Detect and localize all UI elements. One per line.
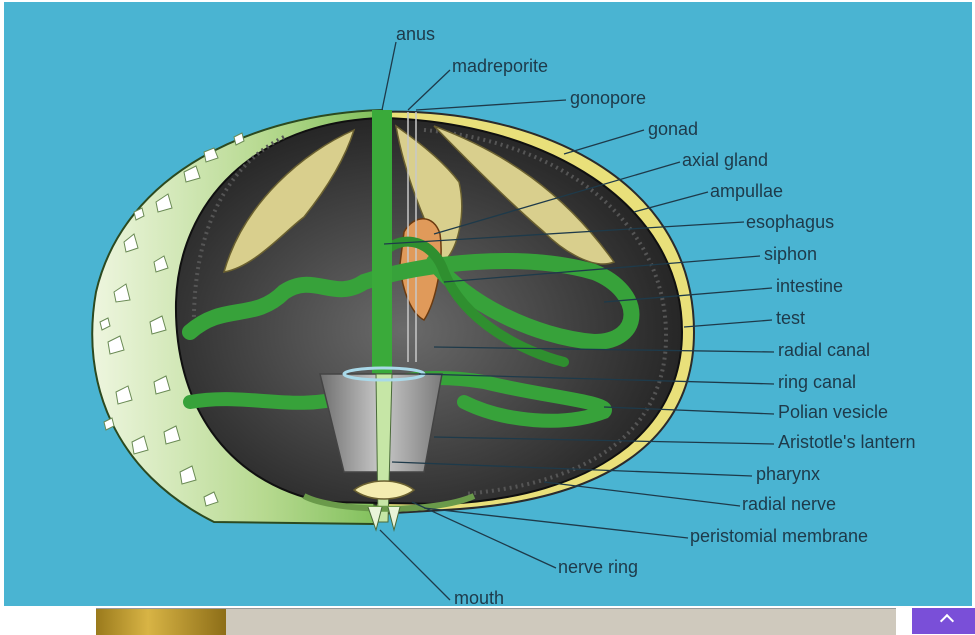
label-madreporite: madreporite [452,56,548,76]
label-ampullae: ampullae [710,181,783,201]
thumbnail-gold-image [96,609,226,635]
sea-urchin-anatomy-diagram: anus madreporite gonopore gonad axial gl… [4,2,972,606]
label-pharynx: pharynx [756,464,820,484]
chevron-up-icon [940,614,954,628]
label-gonopore: gonopore [570,88,646,108]
label-polian-vesicle: Polian vesicle [778,402,888,422]
label-anus: anus [396,24,435,44]
label-axial-gland: axial gland [682,150,768,170]
next-arrow-button[interactable] [912,608,975,634]
label-intestine: intestine [776,276,843,296]
label-mouth: mouth [454,588,504,606]
label-siphon: siphon [764,244,817,264]
label-nerve-ring: nerve ring [558,557,638,577]
label-gonad: gonad [648,119,698,139]
label-esophagus: esophagus [746,212,834,232]
label-test: test [776,308,805,328]
label-radial-canal: radial canal [778,340,870,360]
label-ring-canal: ring canal [778,372,856,392]
related-image-thumbnail[interactable] [96,608,896,635]
diagram-panel: anus madreporite gonopore gonad axial gl… [4,2,972,606]
label-radial-nerve: radial nerve [742,494,836,514]
label-aristotles-lantern: Aristotle's lantern [778,432,916,452]
label-peristomial-membrane: peristomial membrane [690,526,868,546]
